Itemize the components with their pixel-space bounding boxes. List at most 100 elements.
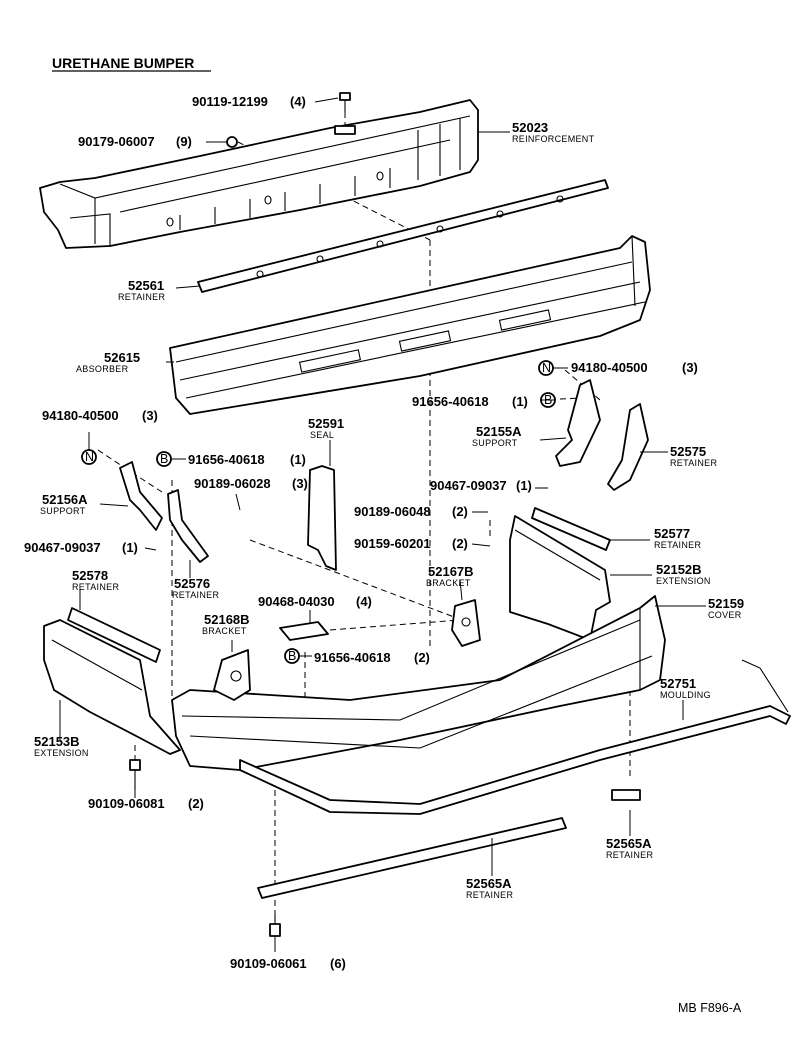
callout-90109-06061: 90109-06061 (6) (230, 956, 346, 971)
svg-text:52152B: 52152B (656, 562, 702, 577)
svg-text:B: B (160, 452, 168, 466)
bracket-right-part (451, 599, 481, 647)
callout-52578: 52578 RETAINER (72, 568, 119, 592)
svg-text:52577: 52577 (654, 526, 690, 541)
svg-text:52168B: 52168B (204, 612, 250, 627)
support-left-part (119, 461, 209, 563)
svg-text:ABSORBER: ABSORBER (76, 364, 129, 374)
callout-52156A: 52156A SUPPORT (40, 492, 88, 516)
callout-52577: 52577 RETAINER (654, 526, 701, 550)
svg-text:52576: 52576 (174, 576, 210, 591)
svg-text:RETAINER: RETAINER (172, 590, 219, 600)
marker-b-left: B (156, 451, 172, 467)
svg-text:52156A: 52156A (42, 492, 88, 507)
svg-text:52153B: 52153B (34, 734, 80, 749)
svg-text:90189-06048: 90189-06048 (354, 504, 431, 519)
svg-text:(4): (4) (356, 594, 372, 609)
svg-text:52578: 52578 (72, 568, 108, 583)
svg-text:90159-60201: 90159-60201 (354, 536, 431, 551)
retainer-strip-part (197, 179, 609, 293)
bolt-bottom-left-icon (129, 759, 141, 790)
callout-90189-06048: 90189-06048 (2) (354, 504, 468, 519)
marker-n-right: N (538, 360, 554, 376)
callout-94180-40500-right: 94180-40500 (3) (571, 360, 698, 375)
svg-text:SEAL: SEAL (310, 430, 334, 440)
svg-text:(2): (2) (188, 796, 204, 811)
cover-part (171, 595, 666, 771)
svg-text:RETAINER: RETAINER (118, 292, 165, 302)
seal-part (307, 465, 337, 571)
svg-text:(3): (3) (682, 360, 698, 375)
svg-text:SUPPORT: SUPPORT (40, 506, 86, 516)
svg-text:90467-09037: 90467-09037 (430, 478, 507, 493)
marker-n-left: N (81, 449, 97, 465)
bolt-icon (339, 92, 351, 112)
svg-text:90179-06007: 90179-06007 (78, 134, 155, 149)
moulding-part (239, 659, 791, 815)
svg-text:(1): (1) (290, 452, 306, 467)
svg-text:RETAINER: RETAINER (606, 850, 653, 860)
svg-text:EXTENSION: EXTENSION (34, 748, 89, 758)
callout-52023: 52023 REINFORCEMENT (512, 120, 594, 144)
svg-text:BRACKET: BRACKET (202, 626, 247, 636)
callout-52565A-right: 52565A RETAINER (606, 836, 653, 860)
callout-52591: 52591 SEAL (308, 416, 344, 440)
callout-94180-40500-left: 94180-40500 (3) (42, 408, 158, 423)
svg-text:52023: 52023 (512, 120, 548, 135)
svg-text:52591: 52591 (308, 416, 344, 431)
svg-text:94180-40500: 94180-40500 (571, 360, 648, 375)
callout-52751: 52751 MOULDING (660, 676, 711, 700)
svg-text:N: N (85, 450, 94, 464)
svg-text:RETAINER: RETAINER (654, 540, 701, 550)
callout-52565A-center: 52565A RETAINER (466, 876, 513, 900)
svg-text:91656-40618: 91656-40618 (412, 394, 489, 409)
svg-text:N: N (542, 361, 551, 375)
svg-text:(2): (2) (452, 536, 468, 551)
svg-text:(2): (2) (452, 504, 468, 519)
svg-text:EXTENSION: EXTENSION (656, 576, 711, 586)
svg-text:52159: 52159 (708, 596, 744, 611)
callout-90179-06007: 90179-06007 (9) (78, 134, 192, 149)
callout-52153B: 52153B EXTENSION (34, 734, 89, 758)
svg-text:52751: 52751 (660, 676, 696, 691)
svg-text:52565A: 52565A (606, 836, 652, 851)
callout-90467-09037-right: 90467-09037 (1) (430, 478, 532, 493)
svg-text:(1): (1) (512, 394, 528, 409)
callout-52575: 52575 RETAINER (670, 444, 717, 468)
leader-lines (59, 97, 706, 952)
svg-text:91656-40618: 91656-40618 (188, 452, 265, 467)
callout-52159: 52159 COVER (708, 596, 744, 620)
svg-text:52575: 52575 (670, 444, 706, 459)
svg-text:91656-40618: 91656-40618 (314, 650, 391, 665)
svg-text:(1): (1) (122, 540, 138, 555)
callout-90119-12199: 90119-12199 (4) (192, 94, 306, 109)
svg-text:52155A: 52155A (476, 424, 522, 439)
svg-text:90119-12199: 90119-12199 (192, 94, 268, 109)
svg-text:(3): (3) (292, 476, 308, 491)
svg-text:90109-06061: 90109-06061 (230, 956, 307, 971)
svg-text:52565A: 52565A (466, 876, 512, 891)
callout-90109-06081: 90109-06081 (2) (88, 796, 204, 811)
nut-plate-part (279, 621, 329, 641)
svg-text:(1): (1) (516, 478, 532, 493)
svg-text:52561: 52561 (128, 278, 164, 293)
callout-52168B: 52168B BRACKET (202, 612, 250, 636)
svg-text:MOULDING: MOULDING (660, 690, 711, 700)
svg-text:RETAINER: RETAINER (72, 582, 119, 592)
retainer-577-part (531, 507, 611, 551)
svg-text:(2): (2) (414, 650, 430, 665)
svg-text:(6): (6) (330, 956, 346, 971)
svg-text:B: B (288, 649, 296, 663)
svg-text:90467-09037: 90467-09037 (24, 540, 101, 555)
svg-text:(4): (4) (290, 94, 306, 109)
callout-90189-06028: 90189-06028 (3) (194, 476, 308, 491)
svg-text:94180-40500: 94180-40500 (42, 408, 119, 423)
diagram-title: URETHANE BUMPER (52, 55, 194, 71)
extension-left-part (43, 619, 181, 755)
retainer-578-part (67, 607, 161, 663)
callout-91656-40618-right: 91656-40618 (1) (412, 394, 528, 409)
svg-text:(3): (3) (142, 408, 158, 423)
callout-52152B: 52152B EXTENSION (656, 562, 711, 586)
absorber-part (169, 235, 651, 415)
